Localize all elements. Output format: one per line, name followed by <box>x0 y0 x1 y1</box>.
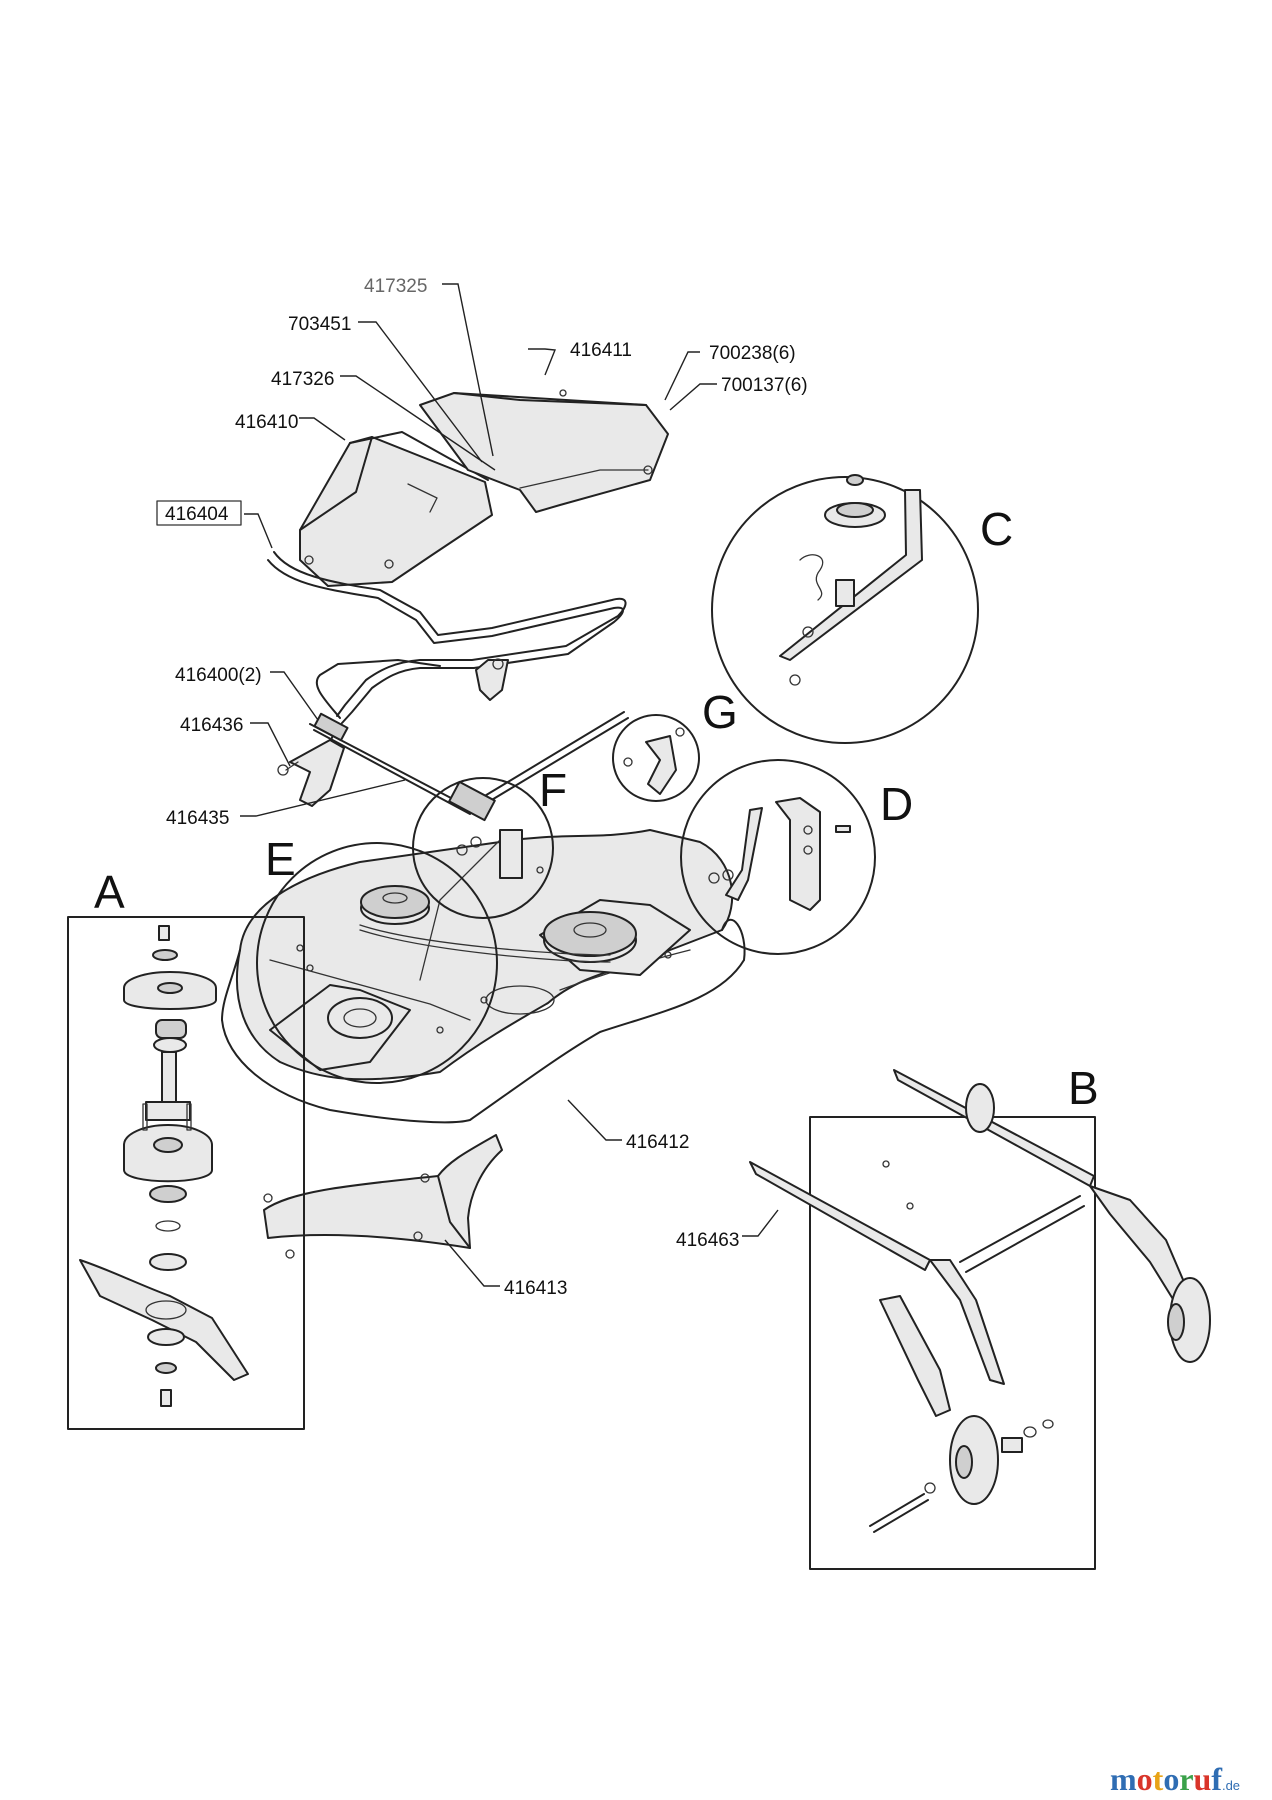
label-417325: 417325 <box>364 276 427 297</box>
brand-letter-4: o <box>1163 1761 1179 1797</box>
label-700137: 700137(6) <box>721 375 808 396</box>
idler-pulley-assembly <box>779 474 923 686</box>
rod-end-bracket <box>456 829 523 879</box>
label-416412: 416412 <box>626 1132 689 1153</box>
lift-bracket <box>277 739 345 807</box>
label-box-416404 <box>156 500 242 526</box>
brand-letter-7: f <box>1211 1761 1222 1797</box>
blade-spindle-assembly <box>79 925 249 1407</box>
callout-C: C <box>980 503 1013 555</box>
brand-logo: motoruf.de <box>1110 1761 1240 1797</box>
callout-letters: A B C D E F G <box>94 503 1099 1114</box>
label-416410: 416410 <box>235 412 298 433</box>
discharge-chute <box>263 1134 503 1259</box>
detail-box-A <box>67 916 305 1430</box>
detail-circle-D <box>680 759 876 955</box>
brand-letter-6: u <box>1194 1761 1212 1797</box>
detail-circle-G <box>612 714 700 802</box>
leader-lines <box>240 283 779 1287</box>
label-416400: 416400(2) <box>175 665 262 686</box>
callout-B: B <box>1068 1062 1099 1114</box>
lift-rod <box>309 711 629 822</box>
idler-arm <box>475 658 509 701</box>
belt-cover-right <box>419 389 669 513</box>
label-417326: 417326 <box>271 369 334 390</box>
mower-deck <box>221 829 746 1124</box>
detail-circle-C <box>711 476 979 744</box>
label-416436: 416436 <box>180 715 243 736</box>
label-416413: 416413 <box>504 1278 567 1299</box>
belt-cover-left <box>299 431 493 587</box>
front-axle-assembly <box>749 1069 1211 1533</box>
brand-letter-5: r <box>1179 1761 1193 1797</box>
small-link-bracket <box>623 727 685 795</box>
label-416411: 416411 <box>570 340 632 361</box>
label-416435: 416435 <box>166 808 229 829</box>
callout-A: A <box>94 866 125 918</box>
detail-circle-E <box>256 842 498 1084</box>
brand-letter-2: o <box>1137 1761 1153 1797</box>
label-416463: 416463 <box>676 1230 739 1251</box>
callout-F: F <box>539 764 567 816</box>
label-416404: 416404 <box>165 504 229 525</box>
callout-G: G <box>702 686 738 738</box>
brand-letter-3: t <box>1153 1761 1164 1797</box>
label-703451: 703451 <box>288 314 351 335</box>
brand-suffix: .de <box>1222 1778 1240 1793</box>
brand-letter-1: m <box>1110 1761 1137 1797</box>
callout-E: E <box>265 833 296 885</box>
callout-D: D <box>880 778 913 830</box>
label-700238: 700238(6) <box>709 343 796 364</box>
height-adjust-lever <box>708 797 851 911</box>
part-labels: 417325 703451 416411 700238(6) 700137(6)… <box>156 276 808 1299</box>
detail-box-B <box>809 1116 1096 1570</box>
